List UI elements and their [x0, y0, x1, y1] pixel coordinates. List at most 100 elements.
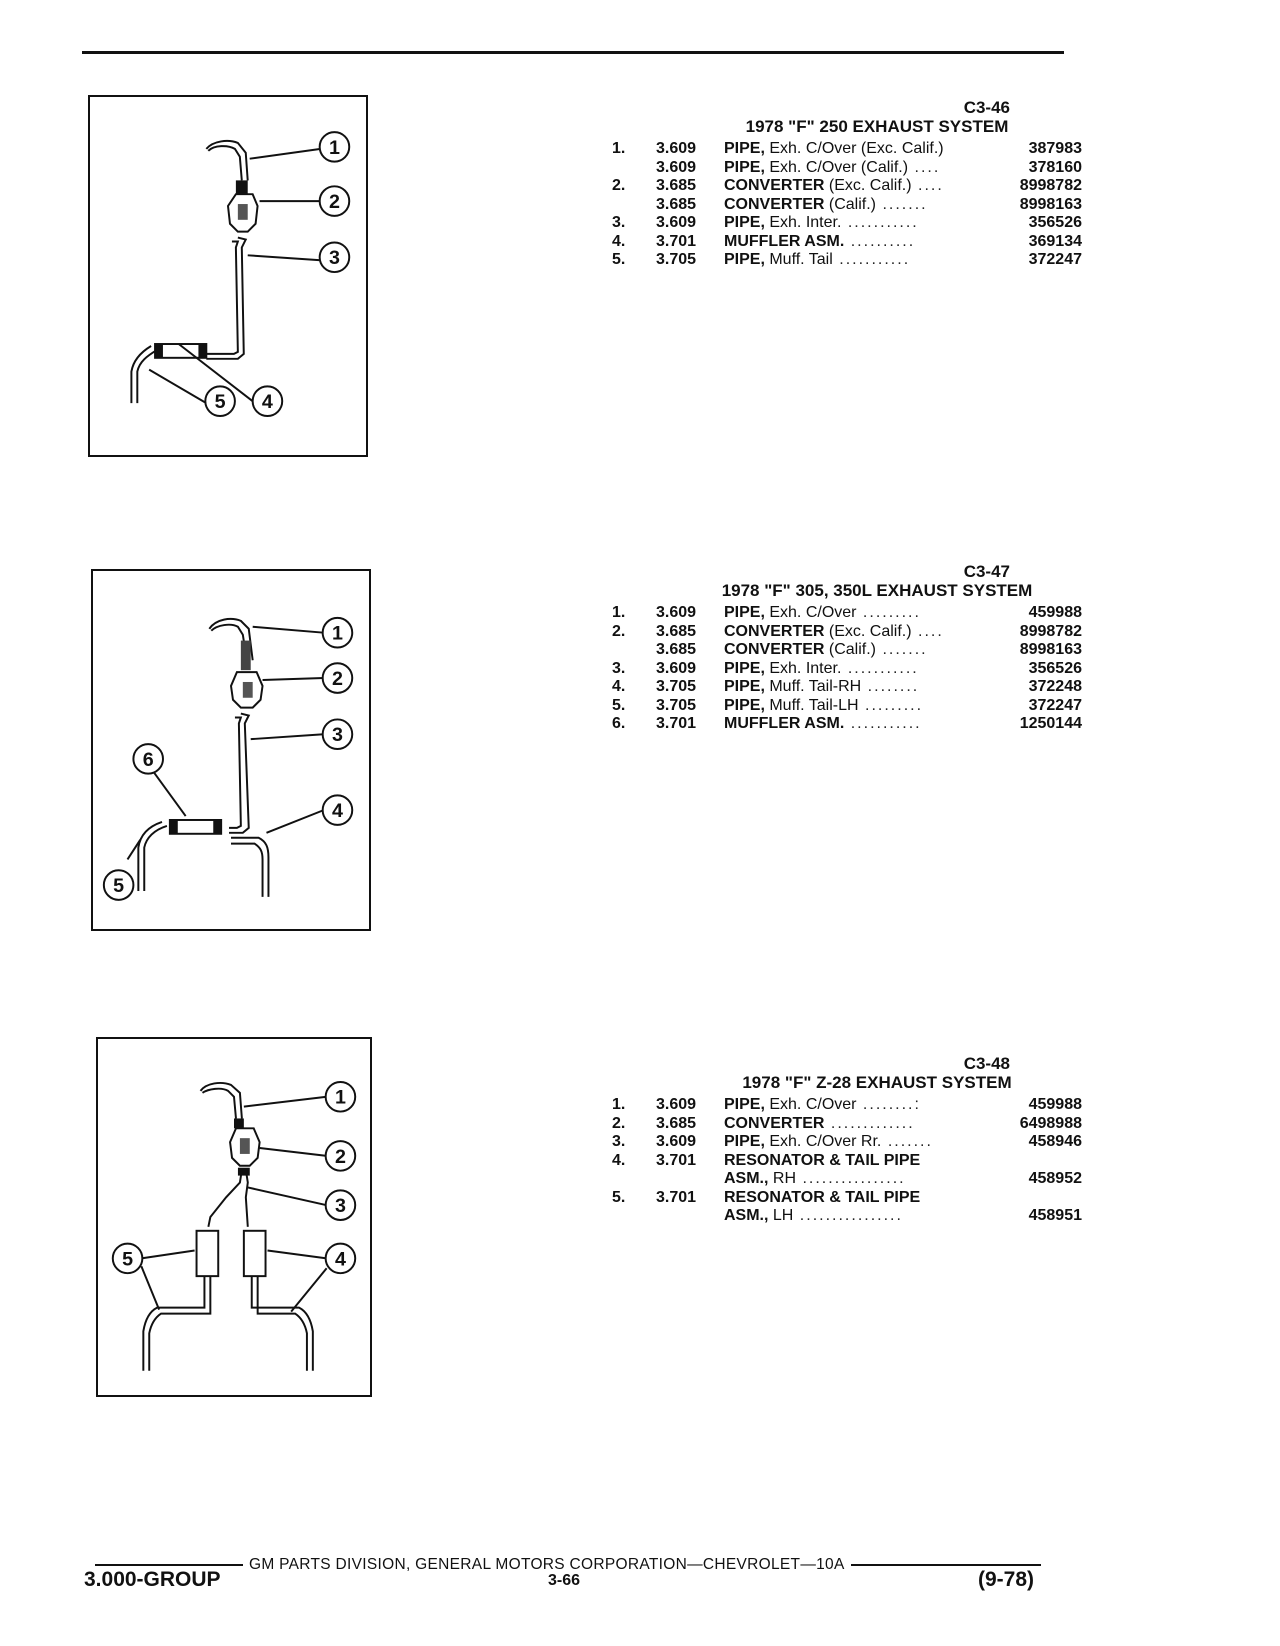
part-name: PIPE, — [724, 1096, 765, 1113]
leader-dots: ........ — [861, 678, 920, 695]
group-number: 3.705 — [656, 696, 697, 714]
group-number: 3.609 — [656, 1096, 697, 1113]
callout-1: 1 — [335, 1087, 346, 1109]
part-detail: Exh. Inter. — [764, 214, 842, 231]
parts-row: ASM., RH ................458952 — [612, 1170, 1082, 1189]
group-number: 3.609 — [656, 214, 697, 231]
part-name: PIPE, — [724, 140, 765, 157]
parts-row: ASM., LH ................458951 — [612, 1207, 1082, 1226]
callout-1: 1 — [332, 623, 343, 645]
footer-rule-left — [95, 1564, 243, 1566]
part-description: PIPE, Muff. Tail-RH ........ — [724, 678, 996, 697]
leader-dots: ....... — [881, 1133, 933, 1150]
group-number — [656, 1170, 724, 1189]
part-detail: Exh. C/Over Rr. — [764, 1133, 882, 1150]
leader-dots: ........... — [841, 659, 919, 677]
part-detail: LH — [768, 1207, 794, 1224]
part-number: 8998782 — [1019, 177, 1082, 194]
item-number: 1. — [612, 140, 626, 157]
item-number: 2. — [612, 622, 626, 640]
part-name: CONVERTER — [724, 195, 825, 213]
part-detail: RH — [768, 1170, 797, 1187]
part-name: ASM., — [724, 1207, 769, 1224]
part-name: MUFFLER ASM. — [724, 232, 845, 250]
item-number: 1. — [612, 604, 626, 621]
item-number: 3. — [612, 214, 626, 231]
item-number: 5. — [612, 1188, 626, 1206]
callout-6: 6 — [143, 749, 154, 771]
part-description: CONVERTER (Calif.) ....... — [724, 641, 996, 660]
leader-dots: .... — [908, 158, 941, 176]
part-name: CONVERTER — [724, 177, 825, 194]
part-description: PIPE, Muff. Tail-LH ......... — [724, 697, 996, 716]
leader-dots: ....... — [876, 641, 928, 658]
group-number: 3.701 — [656, 715, 697, 732]
diagram-c3-46: 1 2 3 5 4 — [88, 95, 368, 457]
leader-dots: .... — [911, 622, 944, 640]
footer-line: GM PARTS DIVISION, GENERAL MOTORS CORPOR… — [95, 1556, 1041, 1574]
item-number: 4. — [612, 678, 626, 695]
part-description: MUFFLER ASM. ........... — [724, 715, 996, 734]
leader-dots: ........... — [844, 715, 922, 732]
group-number: 3.685 — [656, 1114, 697, 1132]
part-detail: (Exc. Calif.) — [824, 622, 912, 640]
part-detail: (Calif.) — [824, 641, 877, 658]
part-number: 1250144 — [1019, 715, 1082, 732]
item-number: 4. — [612, 1151, 626, 1169]
group-number: 3.701 — [656, 1151, 697, 1169]
callout-5: 5 — [122, 1248, 133, 1270]
callout-4: 4 — [335, 1248, 346, 1270]
leader-dots: ................ — [793, 1207, 903, 1224]
part-description: ASM., RH ................ — [724, 1170, 996, 1189]
leader-dots: ................ — [796, 1170, 906, 1187]
part-detail: Exh. C/Over — [764, 604, 857, 621]
part-name: CONVERTER — [724, 641, 825, 658]
group-number: 3.685 — [656, 177, 697, 194]
callout-3: 3 — [329, 247, 340, 269]
parts-list-c3-47: C3-47 1978 "F" 305, 350L EXHAUST SYSTEM … — [612, 562, 1082, 734]
page-number: 3-66 — [548, 1572, 581, 1589]
part-detail: Exh. C/Over — [764, 1096, 857, 1113]
part-name: RESONATOR & TAIL PIPE — [724, 1188, 921, 1206]
callout-2: 2 — [329, 191, 340, 213]
part-number: 8998782 — [1019, 622, 1082, 640]
group-number: 3.705 — [656, 251, 697, 268]
diagram-c3-47: 1 2 3 6 4 5 — [91, 569, 371, 931]
group-number: 3.701 — [656, 232, 697, 250]
exhaust-diagram-250: 1 2 3 5 4 — [130, 131, 351, 417]
item-number: 3. — [612, 1133, 626, 1150]
group-number: 3.609 — [656, 604, 697, 621]
footer-rule-right — [850, 1564, 1041, 1566]
part-description: CONVERTER ............. — [724, 1115, 996, 1134]
part-description: PIPE, Exh. Inter. ........... — [724, 214, 996, 233]
section-code: C3-47 — [963, 562, 1010, 581]
item-number — [612, 196, 656, 215]
part-number: 378160 — [1028, 158, 1082, 176]
part-number: 372247 — [1028, 251, 1082, 268]
group-number — [656, 1207, 724, 1226]
part-name: PIPE, — [724, 604, 765, 621]
part-name: PIPE, — [724, 214, 765, 231]
part-number: 459988 — [1028, 604, 1082, 621]
item-number: 3. — [612, 659, 626, 677]
leader-dots: ....... — [876, 195, 928, 213]
top-rule — [82, 51, 1064, 54]
part-number: 372247 — [1028, 696, 1082, 714]
part-description: CONVERTER (Exc. Calif.) .... — [724, 177, 996, 196]
callout-1: 1 — [329, 137, 340, 159]
